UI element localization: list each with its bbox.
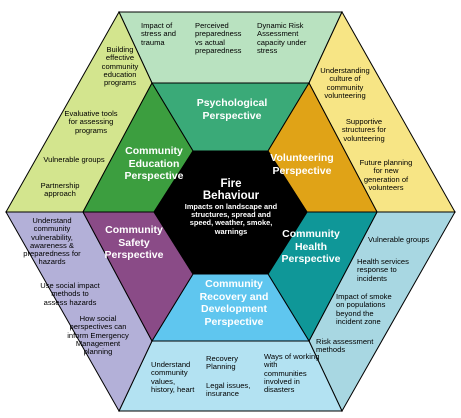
core-hexagon: [153, 150, 308, 275]
outer-upper-left-item-3: Vulnerable groups: [43, 155, 105, 164]
outer-upper-right-item-2: Supportive structures for volunteering: [341, 117, 387, 143]
core-description: Impacts on landscape and structures, spr…: [184, 202, 278, 236]
outer-bottom-item-3: Legal issues, insurance: [206, 381, 251, 399]
outer-top-item-3: Dynamic Risk Assessment capacity under s…: [257, 21, 307, 55]
outer-upper-left-item-1: Building effective community education p…: [101, 45, 139, 88]
outer-upper-left-item-4: Partnership approach: [40, 181, 80, 199]
outer-lower-left-item-1: Understand community vulnerability, awar…: [23, 216, 81, 267]
outer-upper-left-item-2: Evaluative tools for assessing programs: [64, 109, 118, 135]
outer-lower-right-item-4: Risk assessment methods: [316, 337, 374, 355]
outer-upper-right-item-3: Future planning for new generation of vo…: [359, 158, 413, 192]
volunteering-perspective-label: Volunteering Perspective: [270, 152, 334, 177]
core-title: Fire Behaviour: [202, 178, 260, 202]
outer-lower-right-item-2: Health services response to incidents: [357, 257, 409, 283]
outer-top-item-1: Impact of stress and trauma: [141, 21, 177, 47]
outer-lower-right-item-1: Vulnerable groups: [368, 235, 430, 244]
community-safety-perspective-label: Community Safety Perspective: [104, 224, 164, 261]
outer-bottom-item-2: Recovery Planning: [206, 354, 239, 372]
outer-top-item-2: Perceived preparedness vs actual prepare…: [195, 21, 242, 55]
outer-lower-right-item-3: Impact of smoke on populations beyond th…: [336, 292, 392, 326]
outer-lower-left-item-3: How social perspectives can inform Emerg…: [67, 314, 129, 357]
outer-bottom-item-1: Understand community values, history, he…: [151, 360, 195, 394]
outer-upper-right-item-1: Understanding culture of community volun…: [320, 66, 370, 100]
outer-bottom-item-4: Ways of working with communities involve…: [264, 352, 320, 395]
psychological-perspective-label: Psychological Perspective: [196, 97, 268, 122]
community-health-perspective-label: Community Health Perspective: [281, 228, 341, 265]
recovery-perspective-label: Community Recovery and Development Persp…: [199, 278, 269, 328]
outer-lower-left-item-2: Use social impact methods to assess haza…: [40, 281, 100, 307]
community-education-perspective-label: Community Education Perspective: [124, 145, 184, 182]
